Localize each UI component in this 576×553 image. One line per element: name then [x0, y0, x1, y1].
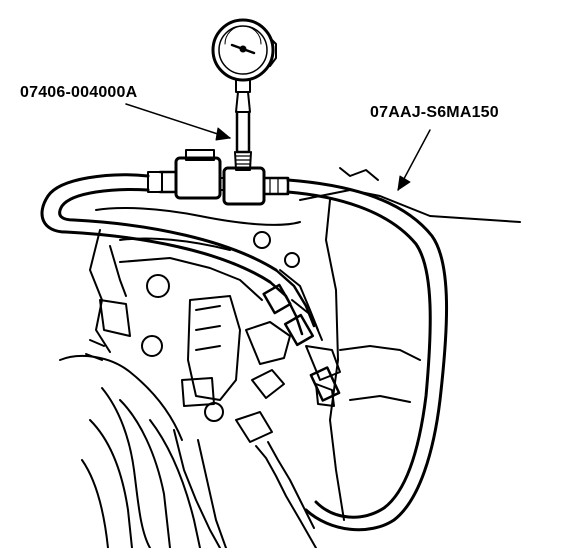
leader-line-hose — [397, 129, 431, 191]
fuel-hose-right — [286, 178, 449, 532]
leader-line-gauge — [125, 103, 231, 141]
hose-part-number-label: 07AAJ-S6MA150 — [370, 104, 499, 121]
tee-fitting — [147, 149, 290, 206]
engine-block — [59, 167, 521, 549]
fuel-hose-left — [40, 173, 272, 284]
gauge-part-number-label: 07406-004000A — [20, 84, 138, 101]
injector-connection — [262, 268, 341, 402]
pressure-gauge — [211, 18, 277, 171]
